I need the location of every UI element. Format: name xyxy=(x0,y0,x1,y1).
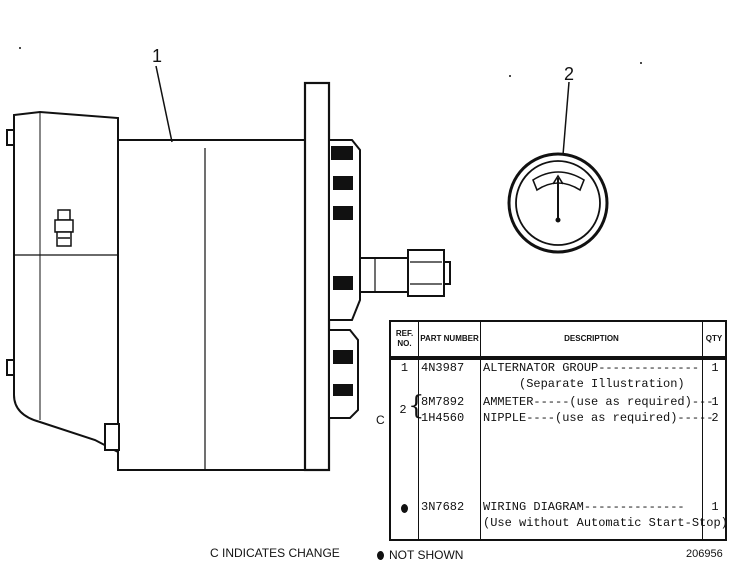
header-ref-no: REF. NO. xyxy=(391,322,418,358)
header-rule xyxy=(391,358,725,360)
parts-table: REF. NO. PART NUMBER DESCRIPTION QTY 1 4… xyxy=(389,320,728,541)
column-divider xyxy=(418,322,419,539)
row-description-continued: (Separate Illustration) xyxy=(519,377,685,391)
callout-2-label: 2 xyxy=(564,64,575,84)
row-part-number: 8M7892 xyxy=(421,395,465,409)
row-description: NIPPLE----(use as required)----- xyxy=(483,411,714,425)
group-brace: { xyxy=(408,391,425,421)
change-legend: C INDICATES CHANGE xyxy=(210,546,340,560)
row-ref: 2 xyxy=(399,403,407,417)
callout-1-label: 1 xyxy=(152,46,163,66)
row-description: AMMETER-----(use as required)--- xyxy=(483,395,714,409)
figure-number: 206956 xyxy=(686,548,723,560)
row-description: WIRING DIAGRAM-------------- xyxy=(483,500,685,514)
row-part-number: 1H4560 xyxy=(421,411,465,425)
change-marker: C xyxy=(376,413,385,427)
row-part-number: 4N3987 xyxy=(421,361,465,375)
column-divider xyxy=(702,322,703,539)
column-divider xyxy=(480,322,481,539)
header-part-number: PART NUMBER xyxy=(419,322,480,358)
not-shown-legend: NOT SHOWN xyxy=(389,548,464,562)
header-description: DESCRIPTION xyxy=(481,322,702,358)
not-shown-legend-bullet-icon xyxy=(377,551,384,560)
row-part-number: 3N7682 xyxy=(421,500,465,514)
row-qty: 1 xyxy=(711,361,719,375)
not-shown-bullet-icon xyxy=(401,504,408,513)
row-description: ALTERNATOR GROUP-------------- xyxy=(483,361,700,375)
row-qty: 2 xyxy=(711,411,719,425)
row-qty: 1 xyxy=(711,395,719,409)
ammeter-drawing xyxy=(507,152,609,254)
ammeter-leader-line xyxy=(562,81,570,156)
header-qty: QTY xyxy=(703,322,725,358)
alternator-drawing xyxy=(6,81,451,472)
row-description-continued: (Use without Automatic Start-Stop) xyxy=(483,516,728,530)
row-ref: 1 xyxy=(400,361,409,375)
alternator-leader-line xyxy=(155,65,173,143)
row-qty: 1 xyxy=(711,500,719,514)
